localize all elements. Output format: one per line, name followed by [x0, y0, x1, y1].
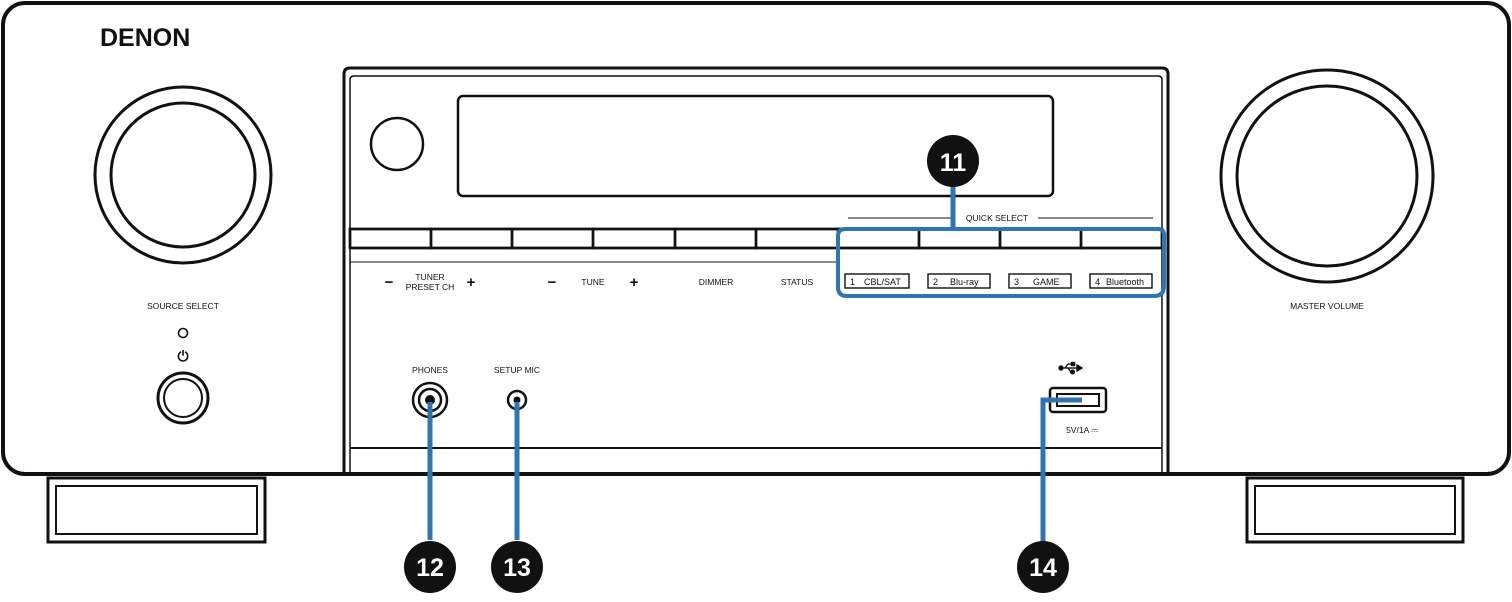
tuner-minus-symbol: −: [385, 274, 394, 291]
phones-label: PHONES: [412, 365, 448, 375]
setup-mic-label: SETUP MIC: [494, 365, 540, 375]
left-foot-inner: [55, 485, 258, 535]
callout-14-leader: [1040, 397, 1082, 543]
tune-plus-symbol: +: [630, 274, 639, 291]
callout-11-number: 11: [940, 149, 967, 177]
remote-sensor: [369, 116, 425, 172]
quick-select-1-label: CBL/SAT: [864, 277, 901, 287]
callout-12-number: 12: [416, 554, 444, 582]
tuner-label: TUNER: [415, 272, 444, 282]
quick-select-4-num: 4: [1095, 277, 1100, 287]
tune-minus-symbol: −: [548, 274, 557, 291]
callout-11-badge: [927, 135, 979, 187]
right-foot: [1245, 476, 1465, 544]
right-foot-inner: [1254, 485, 1456, 535]
quick-select-3-label: GAME: [1033, 277, 1060, 287]
quick-select-2-tag: [927, 273, 991, 289]
callout-14-number: 14: [1029, 554, 1057, 582]
tuner-plus-symbol: +: [467, 274, 476, 291]
display-window: [456, 94, 1055, 198]
source-select-label: SOURCE SELECT: [147, 301, 219, 311]
quick-select-1-tag: [844, 273, 910, 289]
quick-select-1-num: 1: [850, 277, 855, 287]
left-foot: [46, 476, 267, 544]
usb-icon: [1058, 361, 1084, 375]
quick-select-3-tag: [1008, 273, 1072, 289]
callout-12-badge: [404, 541, 456, 593]
status-label: STATUS: [781, 277, 814, 287]
callouts: 11 12 13 14: [404, 135, 1166, 593]
power-indicator-led: [177, 327, 189, 339]
preset-ch-label: PRESET CH: [406, 282, 455, 292]
power-icon: ⏻: [177, 348, 188, 364]
quick-select-2-label: Blu-ray: [950, 277, 979, 287]
callout-11-bracket: [836, 227, 1166, 298]
brand-logo: DENON: [100, 24, 190, 52]
callout-13-number: 13: [503, 554, 531, 582]
quick-select-4-tag: [1089, 273, 1153, 289]
master-volume-knob-inner: [1235, 84, 1419, 268]
usb-rating-label: 5V/1A ⎓: [1066, 425, 1098, 435]
source-select-knob[interactable]: [93, 85, 273, 265]
source-select-knob-inner: [109, 101, 257, 249]
setup-mic-jack-hole: [513, 396, 521, 404]
quick-select-heading: QUICK SELECT: [966, 213, 1028, 223]
power-button[interactable]: [156, 371, 210, 425]
power-button-inner: [163, 378, 203, 418]
quick-select-4-label: Bluetooth: [1106, 277, 1144, 287]
quick-select-2-num: 2: [933, 277, 938, 287]
callout-13-badge: [491, 541, 543, 593]
center-panel-inner: [349, 75, 1163, 472]
quick-select-3-num: 3: [1014, 277, 1019, 287]
master-volume-label: MASTER VOLUME: [1290, 301, 1364, 311]
callout-14-badge: [1017, 541, 1069, 593]
master-volume-knob[interactable]: [1219, 68, 1435, 284]
dimmer-label: DIMMER: [699, 277, 733, 287]
tune-label: TUNE: [581, 277, 604, 287]
